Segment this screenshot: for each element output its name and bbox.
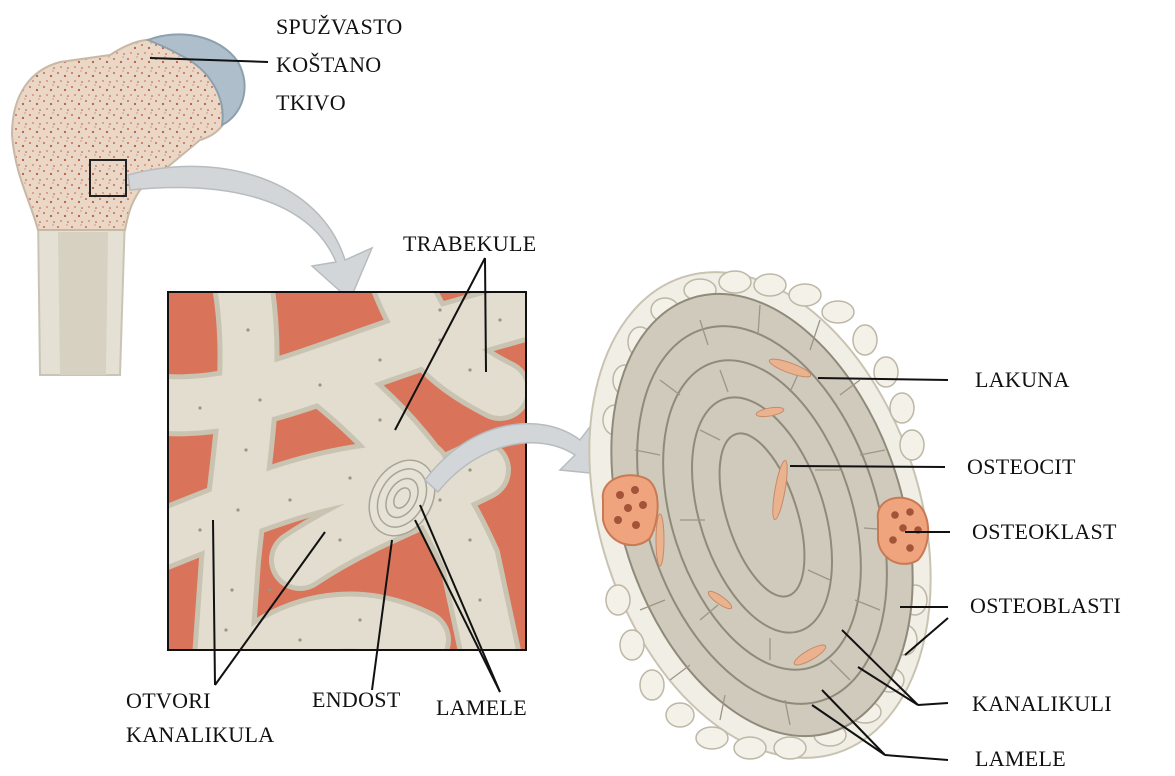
label-lakuna: LAKUNA (975, 366, 1070, 394)
medullary-cavity (58, 232, 108, 375)
label-spongy-bone: SPUŽVASTO KOŠTANO TKIVO (276, 8, 403, 122)
label-osteoblasti: OSTEOBLASTI (970, 592, 1121, 620)
osteoclast-left (603, 475, 658, 545)
label-endost: ENDOST (312, 686, 401, 714)
label-spongy-line1: SPUŽVASTO (276, 8, 403, 46)
label-lamele-left: LAMELE (436, 694, 527, 722)
zoom-arrow-1 (128, 166, 372, 300)
osteoclast-right (878, 498, 928, 564)
label-lamele-right: LAMELE (975, 745, 1066, 773)
label-otvori-line1: OTVORI (126, 684, 274, 718)
label-otvori-line2: KANALIKULA (126, 718, 274, 752)
trabecular-box (130, 270, 560, 700)
label-trabekule: TRABEKULE (403, 230, 536, 258)
label-kanalikuli: KANALIKULI (972, 690, 1112, 718)
label-spongy-line3: TKIVO (276, 84, 403, 122)
femur-head-spongy (12, 40, 229, 230)
label-spongy-line2: KOŠTANO (276, 46, 403, 84)
label-osteoklast: OSTEOKLAST (972, 518, 1117, 546)
label-osteocit: OSTEOCIT (967, 453, 1076, 481)
magnified-trabecula (531, 228, 990, 776)
label-otvori-kanalikula: OTVORI KANALIKULA (126, 684, 274, 752)
